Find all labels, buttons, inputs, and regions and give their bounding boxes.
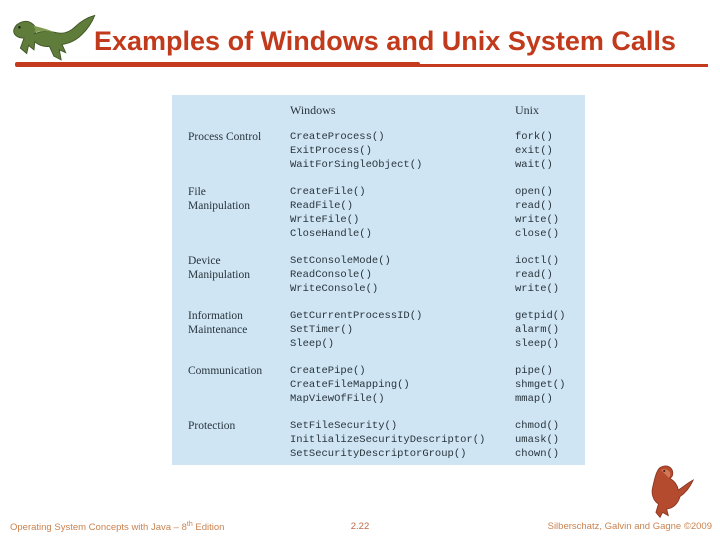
unix-call: wait(): [515, 159, 553, 171]
windows-call: MapViewOfFile(): [290, 393, 385, 405]
unix-call: ioctl(): [515, 255, 560, 267]
category-label: Device Manipulation: [188, 255, 250, 281]
table-row-communication: Communication CreatePipe() CreateFileMap…: [188, 364, 579, 406]
windows-call: Sleep(): [290, 338, 335, 350]
windows-calls: GetCurrentProcessID() SetTimer() Sleep(): [290, 309, 515, 351]
green-trex-icon: [6, 10, 100, 68]
windows-calls: SetFileSecurity() InitlializeSecurityDes…: [290, 419, 515, 461]
windows-call: ReadConsole(): [290, 269, 372, 281]
unix-calls: open() read() write() close(): [515, 185, 579, 241]
unix-calls: chmod() umask() chown(): [515, 419, 579, 461]
footer-book-title-text: Operating System Concepts with Java – 8: [10, 522, 187, 534]
windows-calls: CreateProcess() ExitProcess() WaitForSin…: [290, 130, 515, 172]
windows-column-header: Windows: [290, 103, 336, 117]
unix-calls: getpid() alarm() sleep(): [515, 309, 579, 351]
windows-call: SetConsoleMode(): [290, 255, 391, 267]
unix-call: read(): [515, 269, 553, 281]
unix-call: open(): [515, 186, 553, 198]
table-row-protection: Protection SetFileSecurity() Initlialize…: [188, 419, 579, 461]
windows-call: CreateFileMapping(): [290, 379, 410, 391]
unix-call: mmap(): [515, 393, 553, 405]
windows-call: CloseHandle(): [290, 228, 372, 240]
unix-call: sleep(): [515, 338, 560, 350]
footer-edition-suffix: Edition: [192, 522, 225, 534]
table-header-row: Windows Unix: [188, 103, 579, 117]
unix-call: getpid(): [515, 310, 566, 322]
title-underline-thin: [418, 64, 708, 67]
windows-call: CreateProcess(): [290, 131, 385, 143]
unix-call: close(): [515, 228, 560, 240]
category-label: Information Maintenance: [188, 310, 248, 336]
unix-call: shmget(): [515, 379, 566, 391]
slide-number: 2.22: [350, 521, 370, 532]
footer-book-title: Operating System Concepts with Java – 8t…: [10, 521, 224, 533]
unix-calls: pipe() shmget() mmap(): [515, 364, 579, 406]
unix-call: write(): [515, 214, 560, 226]
windows-call: WaitForSingleObject(): [290, 159, 423, 171]
unix-call: read(): [515, 200, 553, 212]
table-row-device-manipulation: Device Manipulation SetConsoleMode() Rea…: [188, 254, 579, 296]
unix-call: exit(): [515, 145, 553, 157]
table-row-information-maintenance: Information Maintenance GetCurrentProces…: [188, 309, 579, 351]
category-label: Communication: [188, 365, 263, 377]
windows-call: ExitProcess(): [290, 145, 372, 157]
unix-call: chown(): [515, 448, 560, 460]
footer-authors: Silberschatz, Galvin and Gagne ©2009: [547, 521, 712, 532]
footer-edition-superscript: th: [186, 521, 193, 528]
category-label: Process Control: [188, 131, 262, 143]
unix-call: write(): [515, 283, 560, 295]
unix-call: fork(): [515, 131, 553, 143]
unix-calls: ioctl() read() write(): [515, 254, 579, 296]
page-title: Examples of Windows and Unix System Call…: [94, 26, 676, 56]
windows-call: ReadFile(): [290, 200, 354, 212]
unix-call: umask(): [515, 434, 560, 446]
windows-call: InitlializeSecurityDescriptor(): [290, 434, 486, 446]
system-calls-table: Windows Unix Process Control CreateProce…: [172, 95, 585, 465]
unix-call: pipe(): [515, 365, 553, 377]
windows-call: CreateFile(): [290, 186, 366, 198]
table-row-process-control: Process Control CreateProcess() ExitProc…: [188, 130, 579, 172]
red-dino-icon: [638, 461, 702, 519]
unix-call: alarm(): [515, 324, 560, 336]
unix-column-header: Unix: [515, 103, 539, 117]
windows-call: SetSecurityDescriptorGroup(): [290, 448, 467, 460]
unix-call: chmod(): [515, 420, 560, 432]
table-row-file-manipulation: File Manipulation CreateFile() ReadFile(…: [188, 185, 579, 241]
unix-calls: fork() exit() wait(): [515, 130, 579, 172]
windows-call: GetCurrentProcessID(): [290, 310, 423, 322]
windows-call: SetFileSecurity(): [290, 420, 398, 432]
windows-calls: CreateFile() ReadFile() WriteFile() Clos…: [290, 185, 515, 241]
windows-calls: CreatePipe() CreateFileMapping() MapView…: [290, 364, 515, 406]
windows-call: WriteConsole(): [290, 283, 379, 295]
windows-calls: SetConsoleMode() ReadConsole() WriteCons…: [290, 254, 515, 296]
title-underline-thick: [15, 62, 420, 67]
windows-call: SetTimer(): [290, 324, 354, 336]
windows-call: WriteFile(): [290, 214, 360, 226]
windows-call: CreatePipe(): [290, 365, 366, 377]
category-label: Protection: [188, 420, 236, 432]
category-label: File Manipulation: [188, 186, 250, 212]
